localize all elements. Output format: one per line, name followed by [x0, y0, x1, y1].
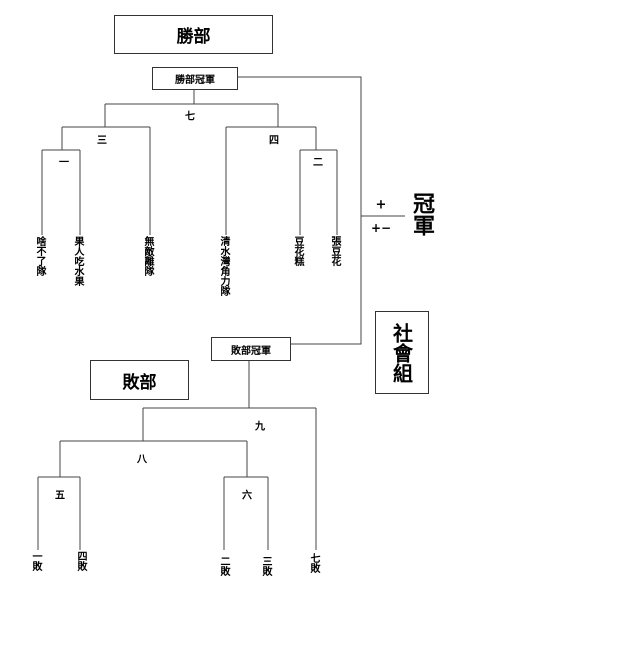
match-label: 三 [97, 135, 107, 147]
division-box: 社會組 [375, 311, 429, 394]
match-label: 二 [313, 157, 323, 169]
losers-title: 敗部 [90, 360, 189, 400]
team-name: 啥不了隊 [34, 236, 45, 276]
team-name: 豆花糕 [292, 236, 303, 266]
team-name: 清水灣角力隊 [218, 236, 229, 296]
loser-slot: 四敗 [75, 551, 86, 571]
loser-slot: 一敗 [30, 551, 41, 571]
team-name: 無敵離隊 [142, 236, 153, 276]
losers-champion-box: 敗部冠軍 [211, 337, 291, 361]
champion-title: 冠軍 [409, 192, 434, 236]
match-label: 一 [59, 157, 69, 169]
winners-title: 勝部 [114, 15, 273, 54]
plus-label: + [375, 197, 387, 213]
team-name: 果人吃水果 [72, 236, 83, 286]
loser-slot: 七敗 [308, 553, 319, 573]
match-label: 五 [55, 490, 65, 502]
team-name: 張豆花 [329, 236, 340, 266]
loser-slot: 三敗 [260, 556, 271, 576]
match-label: 四 [269, 135, 279, 147]
match-label: 七 [185, 111, 195, 123]
loser-slot: 二敗 [218, 556, 229, 576]
plusminus-label: +− [370, 221, 392, 235]
match-label: 六 [242, 490, 252, 502]
match-label: 九 [255, 421, 265, 433]
winners-champion-box: 勝部冠軍 [152, 67, 238, 90]
match-label: 八 [137, 454, 147, 466]
